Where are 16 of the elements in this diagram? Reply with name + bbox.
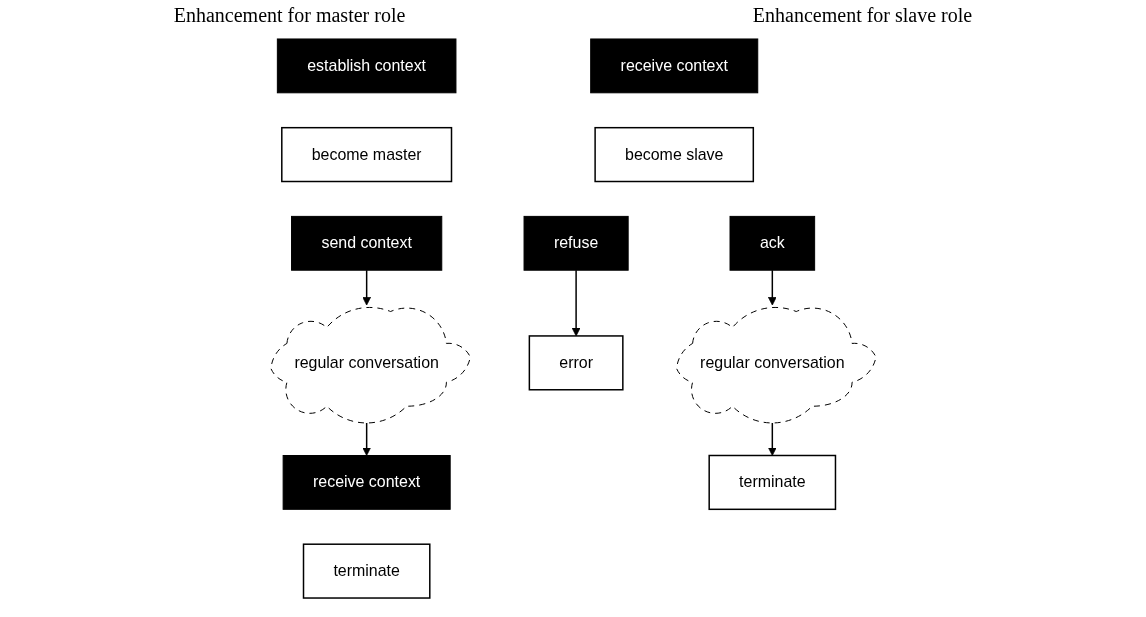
heading: Enhancement for slave role [752,4,973,27]
node-box: terminate [707,454,836,511]
arrow [361,269,371,306]
node-box: error [528,335,624,391]
node-box: become master [280,126,452,183]
arrow [767,269,777,306]
node-box: refuse [523,215,629,271]
node-box: establish context [276,38,456,94]
node-box: terminate [302,543,431,599]
heading: Enhancement for master role [173,4,406,27]
arrow [571,269,580,337]
node-box: send context [290,215,442,271]
node-box: become slave [593,126,754,183]
node-box: receive context [282,455,451,510]
node-box: ack [729,215,815,271]
node-box: receive context [589,38,758,94]
